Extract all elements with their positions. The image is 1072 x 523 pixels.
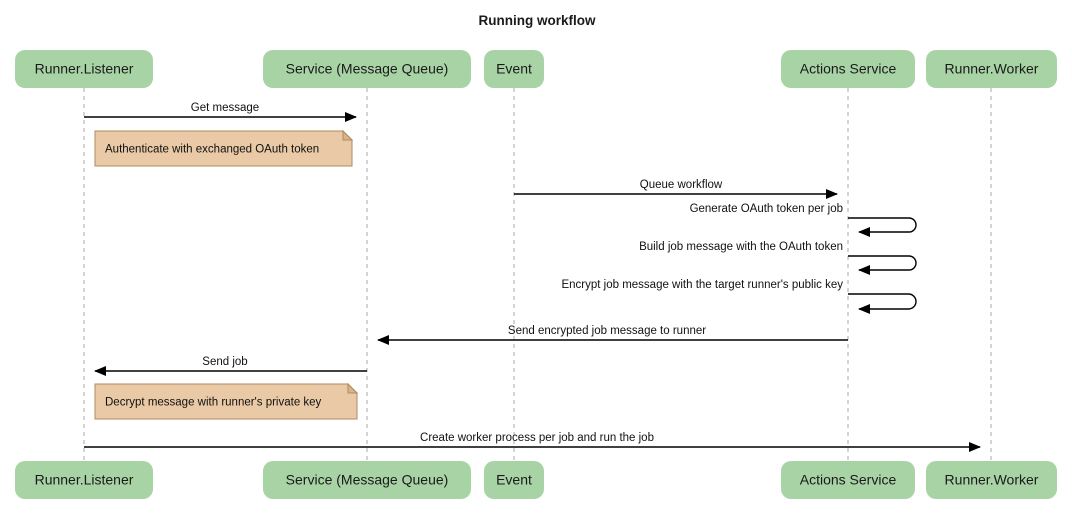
participant-label: Actions Service [800, 61, 897, 77]
note-label: Authenticate with exchanged OAuth token [105, 144, 319, 156]
message-get-message[interactable]: Get message [84, 102, 357, 122]
participant-label: Runner.Listener [35, 61, 134, 77]
note-body [94, 383, 358, 420]
self-message-path [848, 293, 917, 314]
participant-box [926, 461, 1057, 499]
message-label: Build job message with the OAuth token [639, 241, 843, 253]
note-fold-corner-icon [347, 382, 359, 394]
participant-box [926, 50, 1057, 88]
participant-box [15, 50, 153, 88]
participant-runner-listener-header[interactable]: Runner.Listener [15, 50, 153, 88]
participant-label: Actions Service [800, 472, 897, 488]
participant-service-mq-header[interactable]: Service (Message Queue) [263, 50, 471, 88]
participant-service-mq-footer[interactable]: Service (Message Queue) [263, 461, 471, 499]
message-label: Queue workflow [640, 179, 723, 191]
participant-label: Runner.Listener [35, 472, 134, 488]
participant-event-header[interactable]: Event [484, 50, 544, 88]
message-generate-oauth-token[interactable]: Generate OAuth token per job [690, 203, 917, 237]
participant-label: Runner.Worker [945, 61, 1039, 77]
participant-event-footer[interactable]: Event [484, 461, 544, 499]
message-label: Create worker process per job and run th… [420, 432, 654, 444]
participant-runner-listener-footer[interactable]: Runner.Listener [15, 461, 153, 499]
message-queue-workflow[interactable]: Queue workflow [514, 179, 838, 199]
participant-label: Service (Message Queue) [286, 472, 449, 488]
participant-box [484, 461, 544, 499]
message-send-encrypted-job-message[interactable]: Send encrypted job message to runner [377, 325, 848, 345]
note-body [94, 130, 353, 167]
message-create-worker-process[interactable]: Create worker process per job and run th… [84, 432, 981, 452]
participant-box [781, 461, 915, 499]
note-decrypt-note: Decrypt message with runner's private ke… [94, 382, 359, 420]
participant-label: Event [496, 472, 532, 488]
message-label: Encrypt job message with the target runn… [561, 279, 843, 291]
notes-layer: Authenticate with exchanged OAuth tokenD… [94, 129, 359, 420]
participant-actions-service-header[interactable]: Actions Service [781, 50, 915, 88]
message-label: Generate OAuth token per job [690, 203, 843, 215]
participant-runner-worker-footer[interactable]: Runner.Worker [926, 461, 1057, 499]
note-fold-corner-icon [342, 129, 354, 141]
lifelines-layer [83, 88, 992, 461]
participant-label: Service (Message Queue) [286, 61, 449, 77]
message-label: Send encrypted job message to runner [508, 325, 706, 337]
participant-label: Runner.Worker [945, 472, 1039, 488]
page-title: Running workflow [479, 13, 596, 28]
participant-box [15, 461, 153, 499]
self-message-path [848, 217, 917, 237]
participant-runner-worker-header[interactable]: Runner.Worker [926, 50, 1057, 88]
participant-box [263, 461, 471, 499]
message-label: Send job [202, 356, 247, 368]
message-encrypt-job-message[interactable]: Encrypt job message with the target runn… [561, 279, 917, 314]
self-message-path [848, 255, 917, 275]
message-send-job[interactable]: Send job [94, 356, 367, 376]
participant-label: Event [496, 61, 532, 77]
participant-box [484, 50, 544, 88]
message-label: Get message [191, 102, 259, 114]
participant-box [781, 50, 915, 88]
note-label: Decrypt message with runner's private ke… [105, 397, 322, 409]
participant-box [263, 50, 471, 88]
participant-actions-service-footer[interactable]: Actions Service [781, 461, 915, 499]
note-authenticate-note: Authenticate with exchanged OAuth token [94, 129, 354, 167]
message-build-job-message[interactable]: Build job message with the OAuth token [639, 241, 917, 275]
